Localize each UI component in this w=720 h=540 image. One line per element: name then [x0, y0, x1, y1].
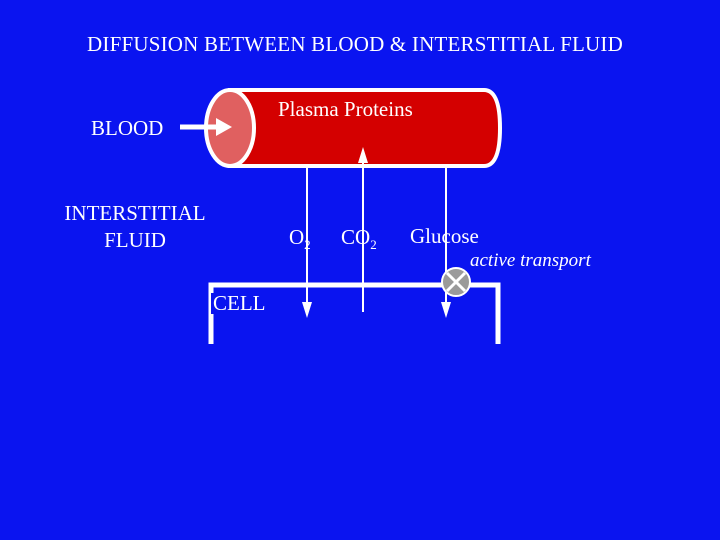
co2-symbol: CO: [341, 225, 371, 249]
page-title: DIFFUSION BETWEEN BLOOD & INTERSTITIAL F…: [87, 32, 623, 56]
blood-vessel: [204, 88, 503, 168]
blood-label: BLOOD: [91, 116, 164, 140]
interstitial-fluid-label: INTERSTITIAL FLUID: [64, 201, 206, 253]
o2-subscript: 2: [304, 237, 311, 252]
plasma-proteins-label: Plasma Proteins: [278, 97, 413, 121]
active-transport-label: active transport: [470, 250, 591, 271]
glucose-label: Glucose: [410, 224, 479, 248]
cell-label: CELL: [211, 291, 268, 315]
cell-membrane: [208, 282, 501, 344]
co2-subscript: 2: [370, 237, 377, 252]
vessel-body: [228, 88, 503, 168]
crossed-circle-icon: [441, 267, 471, 297]
blood-inflow-arrow: [180, 118, 232, 136]
o2-label: O2: [289, 225, 311, 252]
co2-label: CO2: [341, 225, 377, 252]
o2-symbol: O: [289, 225, 305, 249]
